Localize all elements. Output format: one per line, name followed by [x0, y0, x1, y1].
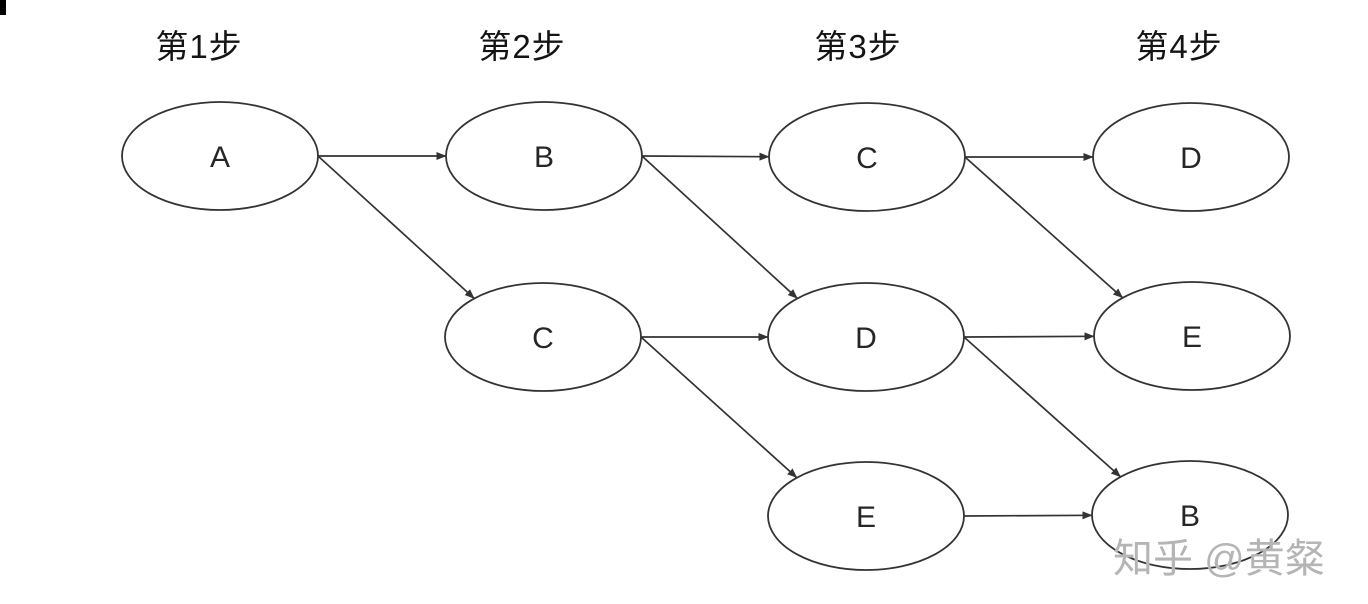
zhihu-watermark: 知乎 @黄粲: [1113, 537, 1325, 581]
node-label-C3: C: [856, 142, 878, 175]
edge-E3-B4: [963, 511, 1093, 520]
edge-A1-C2: [317, 155, 475, 300]
node-label-D4: D: [1180, 142, 1202, 175]
node-label-C2: C: [532, 322, 554, 355]
edge-C2-E3: [640, 336, 798, 479]
node-label-B2: B: [534, 141, 554, 174]
edge-B2-C3: [641, 152, 770, 161]
node-label-E4: E: [1182, 321, 1202, 354]
corner-artifact-mark: [0, 0, 6, 15]
edge-D3-E4: [963, 332, 1095, 341]
edge-B2-D3: [641, 155, 798, 300]
edge-C3-E4: [964, 156, 1124, 299]
node-label-D3: D: [855, 322, 877, 355]
edge-D3-B4: [963, 336, 1122, 478]
node-label-A1: A: [210, 141, 230, 174]
node-label-E3: E: [856, 501, 876, 534]
node-label-B4: B: [1180, 500, 1200, 533]
